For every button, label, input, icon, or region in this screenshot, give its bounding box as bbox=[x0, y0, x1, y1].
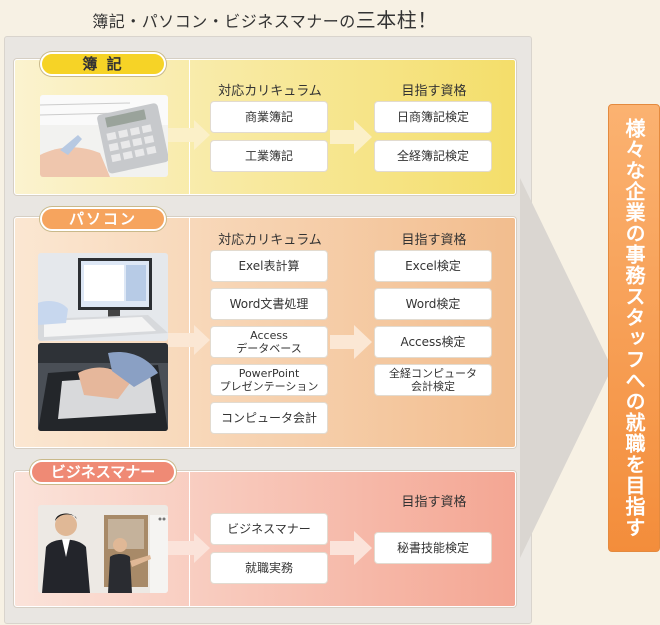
curriculum-item: Word文書処理 bbox=[210, 288, 328, 320]
curriculum-item: 工業簿記 bbox=[210, 140, 328, 172]
headline-prefix: 簿記・パソコン・ビジネスマナーの bbox=[92, 12, 356, 31]
qualification-item: Excel検定 bbox=[374, 250, 492, 282]
headline: 簿記・パソコン・ビジネスマナーの三本柱！ bbox=[0, 4, 530, 33]
calculator-photo bbox=[40, 95, 168, 177]
monitor-keyboard-photo bbox=[38, 253, 168, 341]
pc-photo-arrow-icon bbox=[168, 325, 210, 355]
pc-qualification-heading: 目指す資格 bbox=[401, 233, 467, 248]
curriculum-item: コンピュータ会計 bbox=[210, 402, 328, 434]
boki-arrow-icon bbox=[330, 120, 372, 154]
manner-qualification-heading: 目指す資格 bbox=[401, 495, 467, 510]
goal-box: 様々な企業の事務スタッフへの就職を目指す bbox=[608, 104, 660, 552]
laptop-typing-photo bbox=[38, 343, 168, 431]
tag-pc: パソコン bbox=[40, 207, 166, 231]
qualification-item: Word検定 bbox=[374, 288, 492, 320]
pc-arrow-icon bbox=[330, 325, 372, 359]
curriculum-item: 就職実務 bbox=[210, 552, 328, 584]
headline-emphasis: 三本柱！ bbox=[355, 8, 438, 32]
qualification-item: 全経コンピュータ 会計検定 bbox=[374, 364, 492, 396]
business-people-photo bbox=[38, 505, 168, 593]
qualification-item: 日商簿記検定 bbox=[374, 101, 492, 133]
section-divider bbox=[189, 472, 190, 606]
boki-curriculum-heading: 対応カリキュラム bbox=[218, 84, 322, 99]
boki-photo-arrow-icon bbox=[168, 120, 210, 150]
curriculum-item: ビジネスマナー bbox=[210, 513, 328, 545]
curriculum-item: Access データベース bbox=[210, 326, 328, 358]
section-divider bbox=[189, 60, 190, 194]
section-divider bbox=[189, 218, 190, 447]
qualification-item: 秘書技能検定 bbox=[374, 532, 492, 564]
curriculum-item: 商業簿記 bbox=[210, 101, 328, 133]
boki-qualification-heading: 目指す資格 bbox=[401, 84, 467, 99]
pc-curriculum-heading: 対応カリキュラム bbox=[218, 233, 322, 248]
qualification-item: Access検定 bbox=[374, 326, 492, 358]
manner-arrow-icon bbox=[330, 531, 372, 565]
tag-business-manner: ビジネスマナー bbox=[30, 460, 176, 484]
tag-boki: 簿 記 bbox=[40, 52, 166, 76]
qualification-item: 全経簿記検定 bbox=[374, 140, 492, 172]
curriculum-item: Exel表計算 bbox=[210, 250, 328, 282]
big-right-arrow-icon bbox=[520, 178, 612, 558]
manner-photo-arrow-icon bbox=[168, 533, 210, 563]
curriculum-item: PowerPoint プレゼンテーション bbox=[210, 364, 328, 396]
